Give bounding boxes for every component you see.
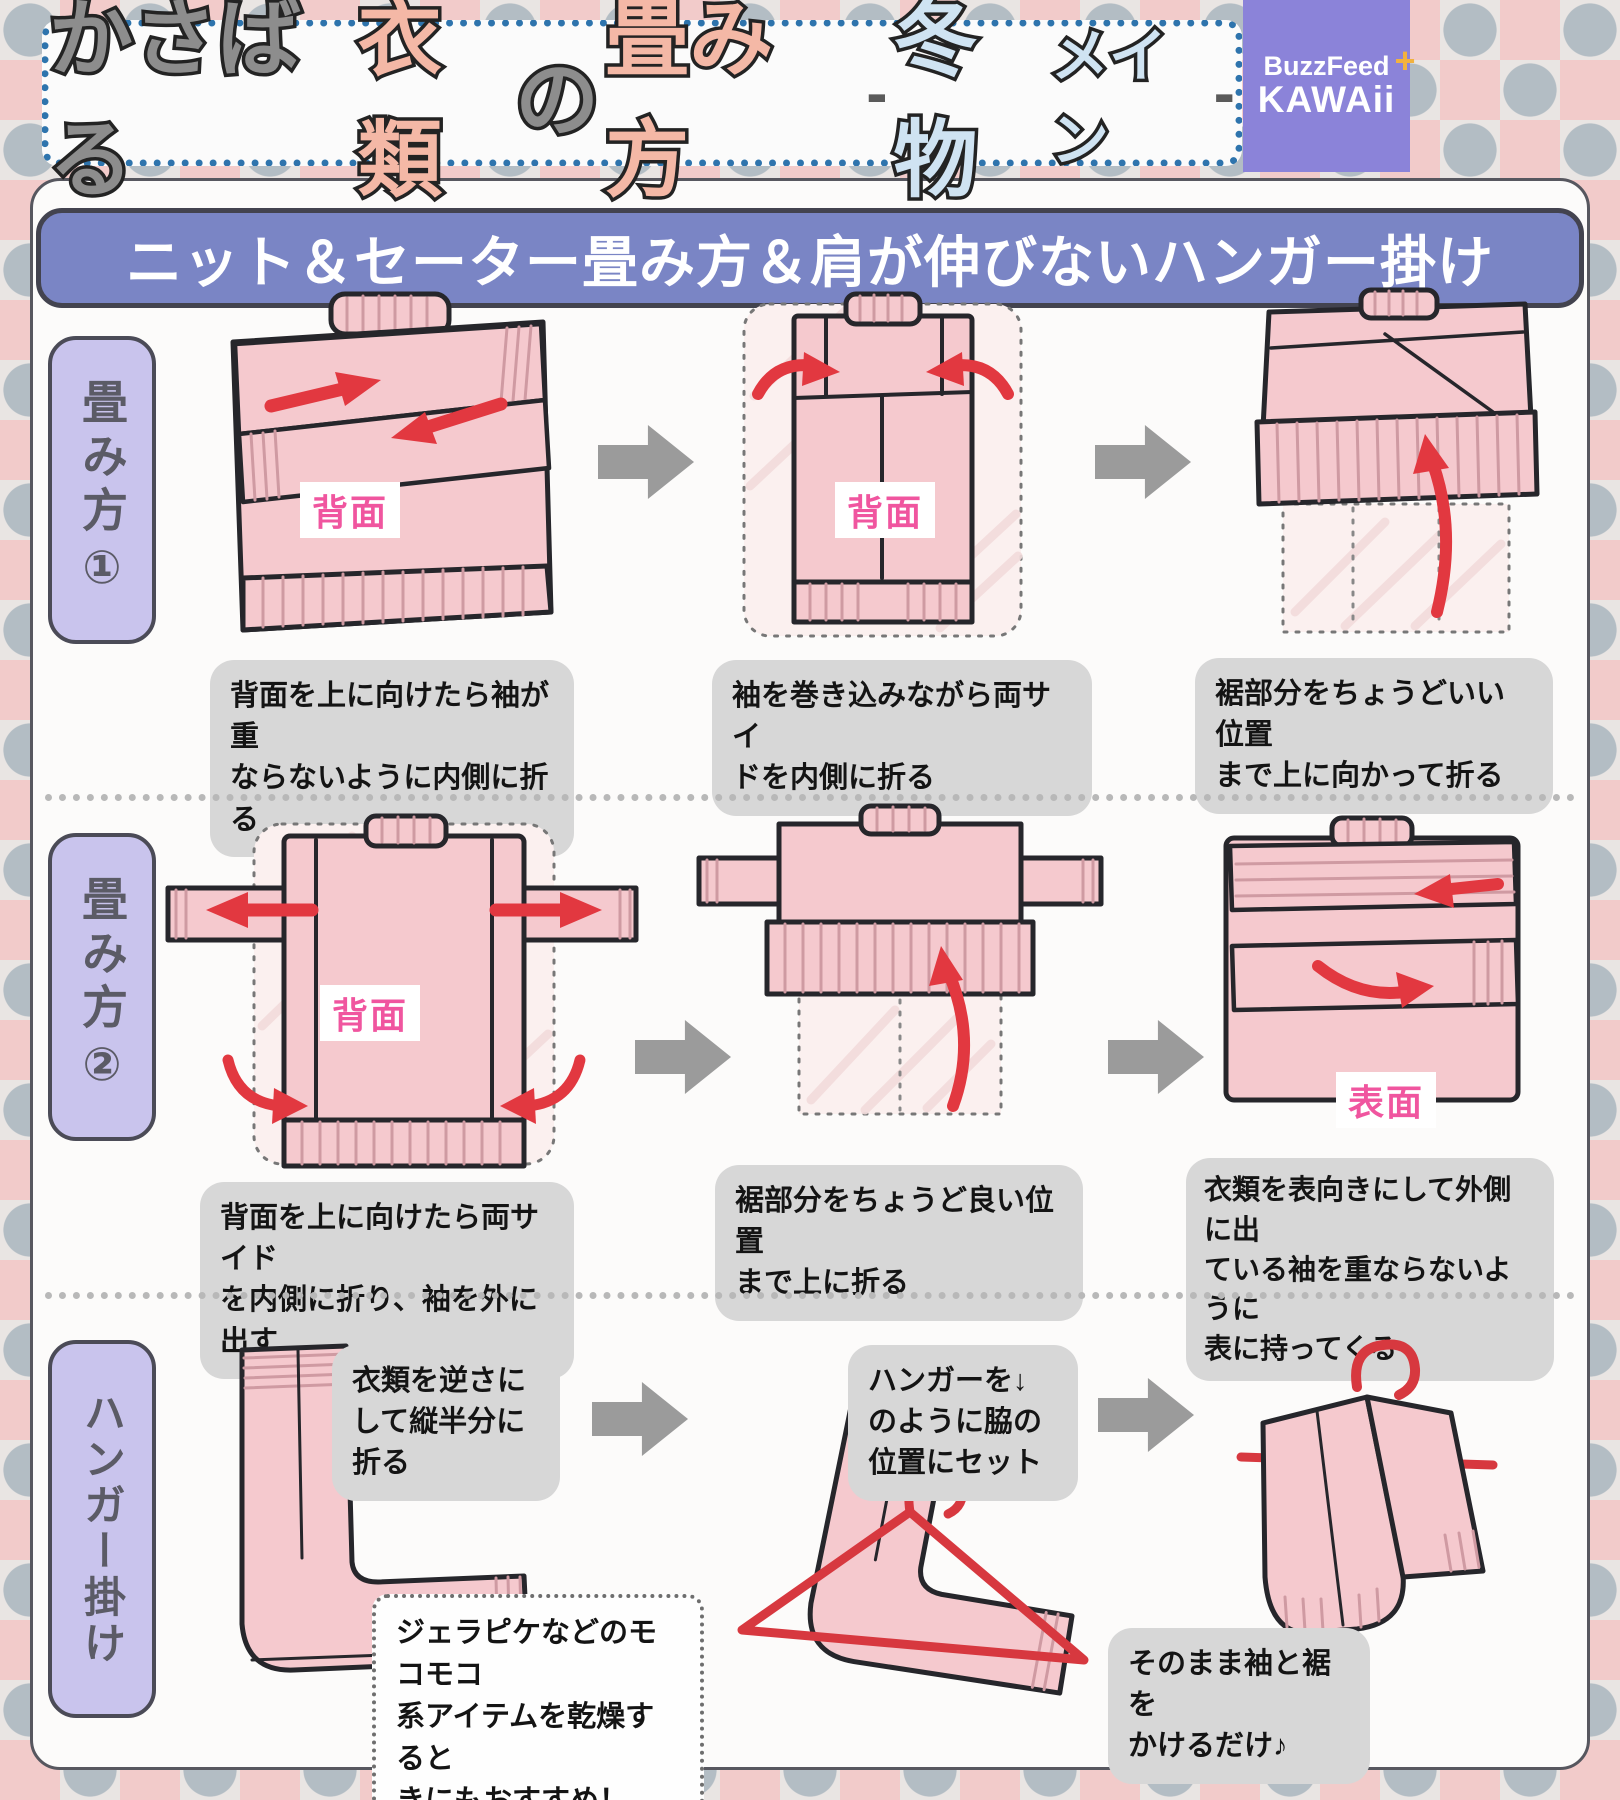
logo-buzzfeed-text: BuzzFeed+ xyxy=(1263,40,1416,82)
title-part-tatamikata: 畳み方 xyxy=(602,0,777,211)
face-label-back: 背面 xyxy=(300,482,401,538)
note-fluffy-items-tip: ジェラピケなどのモコモコ 系アイテムを乾燥すると きにもおすすめ！ xyxy=(372,1594,704,1800)
illustration-r1-step3-hem-folded-up xyxy=(1225,282,1560,657)
badge-hanger-method: ハンガー掛け xyxy=(48,1340,156,1718)
face-label-back: 背面 xyxy=(320,985,421,1041)
title-part-fuyumono: 冬物 xyxy=(890,0,981,211)
caption-r1-step2: 袖を巻き込みながら両サイ ドを内側に折る xyxy=(712,660,1092,816)
row-separator xyxy=(45,794,1575,801)
caption-r3-step2: ハンガーを↓ のように脇の 位置にセット xyxy=(848,1345,1078,1501)
title-part-no: の xyxy=(512,49,603,150)
logo-plus-icon: + xyxy=(1394,40,1416,82)
title-part-main: メイン xyxy=(1047,21,1170,177)
badge-label: ハンガー掛け xyxy=(78,1391,126,1667)
title-part-kasabaru: かさばる xyxy=(46,0,305,211)
title-part-irui: 衣類 xyxy=(354,0,445,211)
caption-r2-step1: 背面を上に向けたら両サイド を内側に折り、袖を外に出す xyxy=(200,1182,574,1379)
caption-r3-step1: 衣類を逆さに して縦半分に 折る xyxy=(332,1345,560,1501)
section-banner: ニット＆セーター畳み方＆肩が伸びないハンガー掛け xyxy=(36,208,1584,308)
section-banner-text: ニット＆セーター畳み方＆肩が伸びないハンガー掛け xyxy=(126,230,1494,294)
title-dash-right: - xyxy=(1213,57,1235,129)
row-separator xyxy=(45,1292,1575,1299)
illustration-r2-step1-sleeves-out xyxy=(162,806,642,1178)
title-dash-left: - xyxy=(866,57,888,129)
illustration-r2-step2-hem-folded xyxy=(695,800,1105,1162)
caption-r1-step3: 裾部分をちょうどいい位置 まで上に向かって折る xyxy=(1195,658,1553,814)
illustration-r1-step1-sweater-back xyxy=(185,282,590,647)
caption-r3-step3: そのまま袖と裾を かけるだけ♪ xyxy=(1108,1628,1370,1784)
badge-folding-method-1: 畳み方① xyxy=(48,336,156,644)
buzzfeed-kawaii-logo: BuzzFeed+ KAWAii xyxy=(1243,0,1416,172)
header-title-box: かさばる衣類の畳み方 -冬物メイン- xyxy=(42,0,1242,211)
face-label-front: 表面 xyxy=(1336,1072,1437,1128)
illustration-r1-step2-sides-folded xyxy=(730,276,1035,661)
logo-kawaii-text: KAWAii xyxy=(1257,78,1396,120)
illustration-r3-step3-hung-result xyxy=(1145,1325,1575,1670)
badge-label: 畳み方① xyxy=(76,378,128,602)
badge-folding-method-2: 畳み方② xyxy=(48,833,156,1141)
face-label-back: 背面 xyxy=(835,482,936,538)
badge-label: 畳み方② xyxy=(76,875,128,1099)
